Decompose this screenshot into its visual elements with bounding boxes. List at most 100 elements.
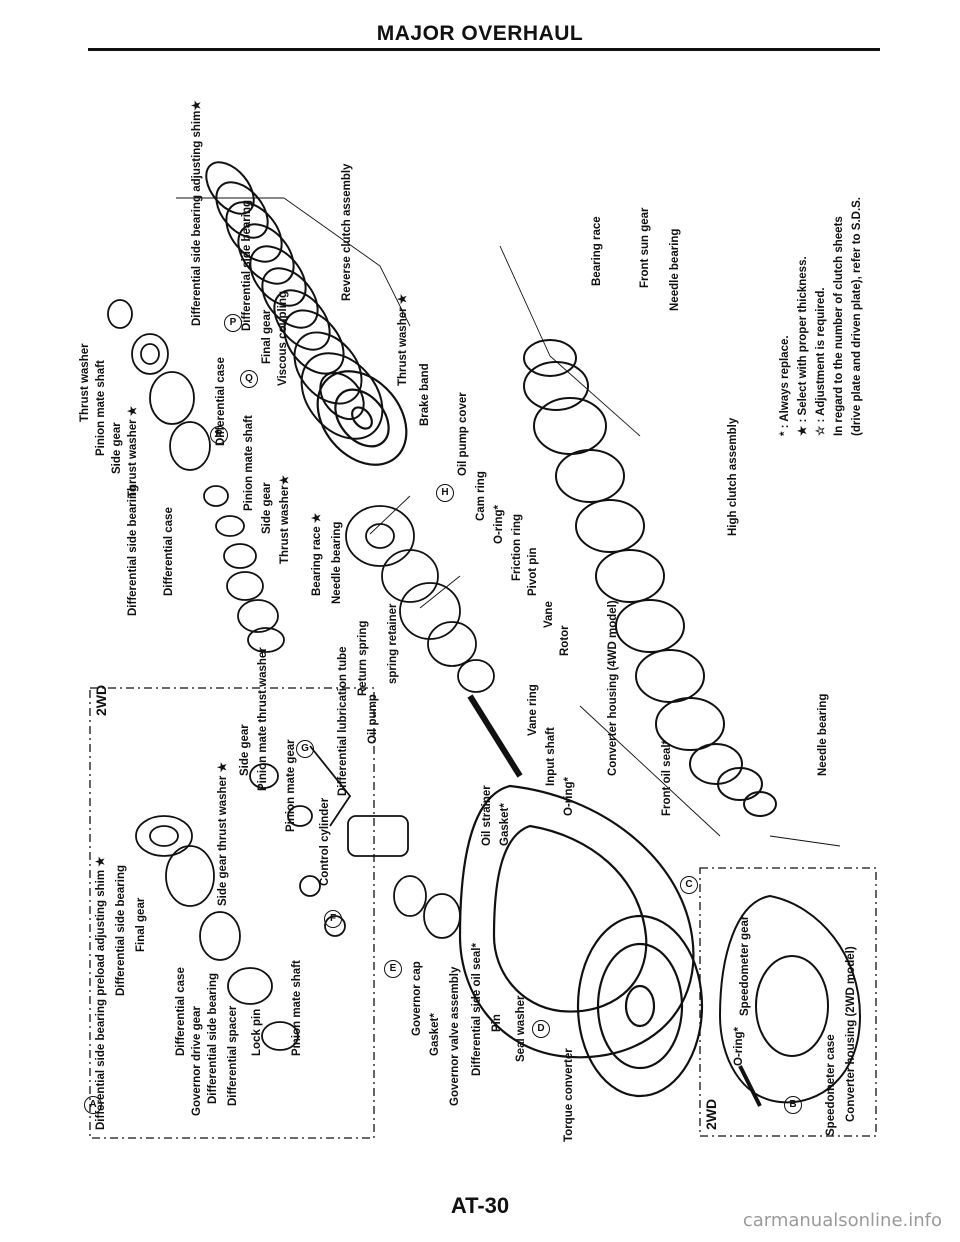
label-governor-valve: Governor valve assembly [449,966,461,1106]
label-b2-diff-spacer: Differential spacer [227,1005,239,1106]
label-governor-cap: Governor cap [411,961,423,1036]
label-b2-diff-case: Differential case [175,967,187,1056]
label-diff-side-oil-seal: Differential side oil seal* [471,943,483,1076]
callout-q: Q [240,370,258,388]
legend-line-4: In regard to the number of clutch sheets [833,216,845,436]
label-b3-speedometer-case: Speedometer case [825,1034,837,1136]
high-clutch-stack [523,339,777,817]
callout-c: C [680,876,698,894]
label-friction-ring: Friction ring [511,513,523,581]
callout-f: F [324,910,342,928]
label-oil-strainer: Oil strainer [481,785,493,846]
label-diff-side-bearing-a: Differential side bearing [241,199,253,331]
diagram-art [89,161,877,1139]
exploded-diagram: Differential side bearing adjusting shim… [79,56,900,1146]
oil-pump-parts [345,505,523,778]
label-o-ring-b: O-ring* [563,777,575,816]
callout-a: A [84,1096,102,1114]
label-needle-bearing-1: Needle bearing [669,228,681,311]
label-o-ring-a: O-ring* [493,505,505,544]
label-front-sun-gear: Front sun gear [639,207,651,288]
label-final-gear-a: Final gear [261,309,273,364]
label-b3-speedometer-gear: Speedometer gear [739,915,751,1016]
page-number: AT-30 [450,1193,510,1218]
label-pivot-pin: Pivot pin [527,547,539,596]
legend-line-3: ☆ : Adjustment is required. [815,287,827,436]
legend-line-2: ★ : Select with proper thickness. [797,256,809,436]
label-input-shaft: Input shaft [545,727,557,786]
housing-2wd-parts [718,894,862,1107]
label-b2-pinion-mate-gear: Pinion mate gear [285,739,297,832]
label-vane-ring: Vane ring [527,684,539,736]
watermark: carmanualsonline.info [742,1210,942,1231]
differential-cluster [107,299,285,653]
label-needle-bearing-2: Needle bearing [331,521,343,604]
label-b2-diff-side-bearing-2: Differential side bearing [207,972,219,1104]
label-thrust-washer-star: Thrust washer ★ [397,293,409,386]
legend-line-5: (drive plate and driven plate), refer to… [851,196,863,436]
diff-2wd-parts [135,763,346,1051]
label-oil-pump-cover: Oil pump cover [457,392,469,476]
label-control-cylinder: Control cylinder [319,797,331,886]
label-thrust-washer-c: Thrust washer★ [279,475,291,564]
label-b2-lock-pin: Lock pin [251,1008,263,1056]
label-needle-bearing-3: Needle bearing [817,693,829,776]
box-2wd-bottom-title: 2WD [703,1098,719,1130]
label-b2-pinion-mate-shaft: Pinion mate shaft [291,960,303,1056]
callout-g: G [296,740,314,758]
label-b2-side-gear-tw: Side gear thrust washer ★ [217,762,229,906]
governor-parts [309,745,461,939]
label-bearing-race: Bearing race [591,216,603,286]
label-side-gear-b: Side gear [261,482,273,534]
label-b3-o-ring: O-ring* [733,1027,745,1066]
label-b2-final-gear: Final gear [135,897,147,952]
label-brake-band: Brake band [419,363,431,426]
label-b3-converter-housing: Converter housing (2WD model) [845,946,857,1122]
label-vane: Vane [543,601,555,628]
label-diff-side-bearing-adj-shim: Differential side bearing adjusting shim… [191,100,203,326]
header-rule [88,48,880,51]
label-front-oil-seal: Front oil seal* [661,739,673,816]
label-rotor: Rotor [559,625,571,656]
label-diff-lube-tube: Differential lubrication tube [337,646,349,796]
callout-e: E [384,960,402,978]
callout-b: B [784,1096,802,1114]
reverse-clutch-stack [205,161,384,440]
label-b2-shim: Differential side bearing preload adjust… [95,856,107,1130]
label-oil-pump: Oil pump [367,694,379,744]
torque-converter [576,914,704,1098]
label-viscous-coupling: Viscous coupling [277,291,289,386]
label-seal-washer: Seal washer [515,995,527,1062]
label-converter-housing-4wd: Converter housing (4WD model) [607,600,619,776]
callout-d: D [532,1020,550,1038]
leader-lines [176,197,841,847]
converter-housing [458,784,695,1059]
label-gasket-b: Gasket* [429,1013,441,1056]
label-b2-side-gear: Side gear [239,724,251,776]
label-bearing-race-star: Bearing race ★ [311,512,323,596]
reverse-clutch-drum [316,370,408,466]
label-high-clutch: High clutch assembly [727,417,739,536]
label-cam-ring: Cam ring [475,471,487,521]
legend-line-1: * : Always replace. [779,335,791,436]
label-torque-converter: Torque converter [563,1048,575,1142]
label-pin: Pin [491,1014,503,1032]
page-header: MAJOR OVERHAUL [376,22,584,45]
label-thrust-washer-top: Thrust washer [79,343,91,422]
box-2wd-top-frame [89,687,375,1139]
label-side-gear-a: Side gear [111,422,123,474]
label-diff-side-bearing-b: Differential side bearing [127,484,139,616]
callout-r: R [210,426,228,444]
box-2wd-bottom-frame [699,867,877,1137]
label-pinion-mate-shaft-a: Pinion mate shaft [95,360,107,456]
label-pinion-mate-shaft-b: Pinion mate shaft [243,415,255,511]
label-b2-governor-drive-gear: Governor drive gear [191,1006,203,1116]
box-2wd-top-title: 2WD [93,684,109,716]
callout-p: P [224,314,242,332]
label-return-spring: Return spring [357,620,369,696]
label-b2-diff-side-bearing: Differential side bearing [115,864,127,996]
callout-h: H [436,484,454,502]
label-reverse-clutch: Reverse clutch assembly [341,163,353,301]
label-b2-pinion-mate-tw: Pinion mate thrust washer [257,647,269,791]
label-diff-case-b: Differential case [163,507,175,596]
